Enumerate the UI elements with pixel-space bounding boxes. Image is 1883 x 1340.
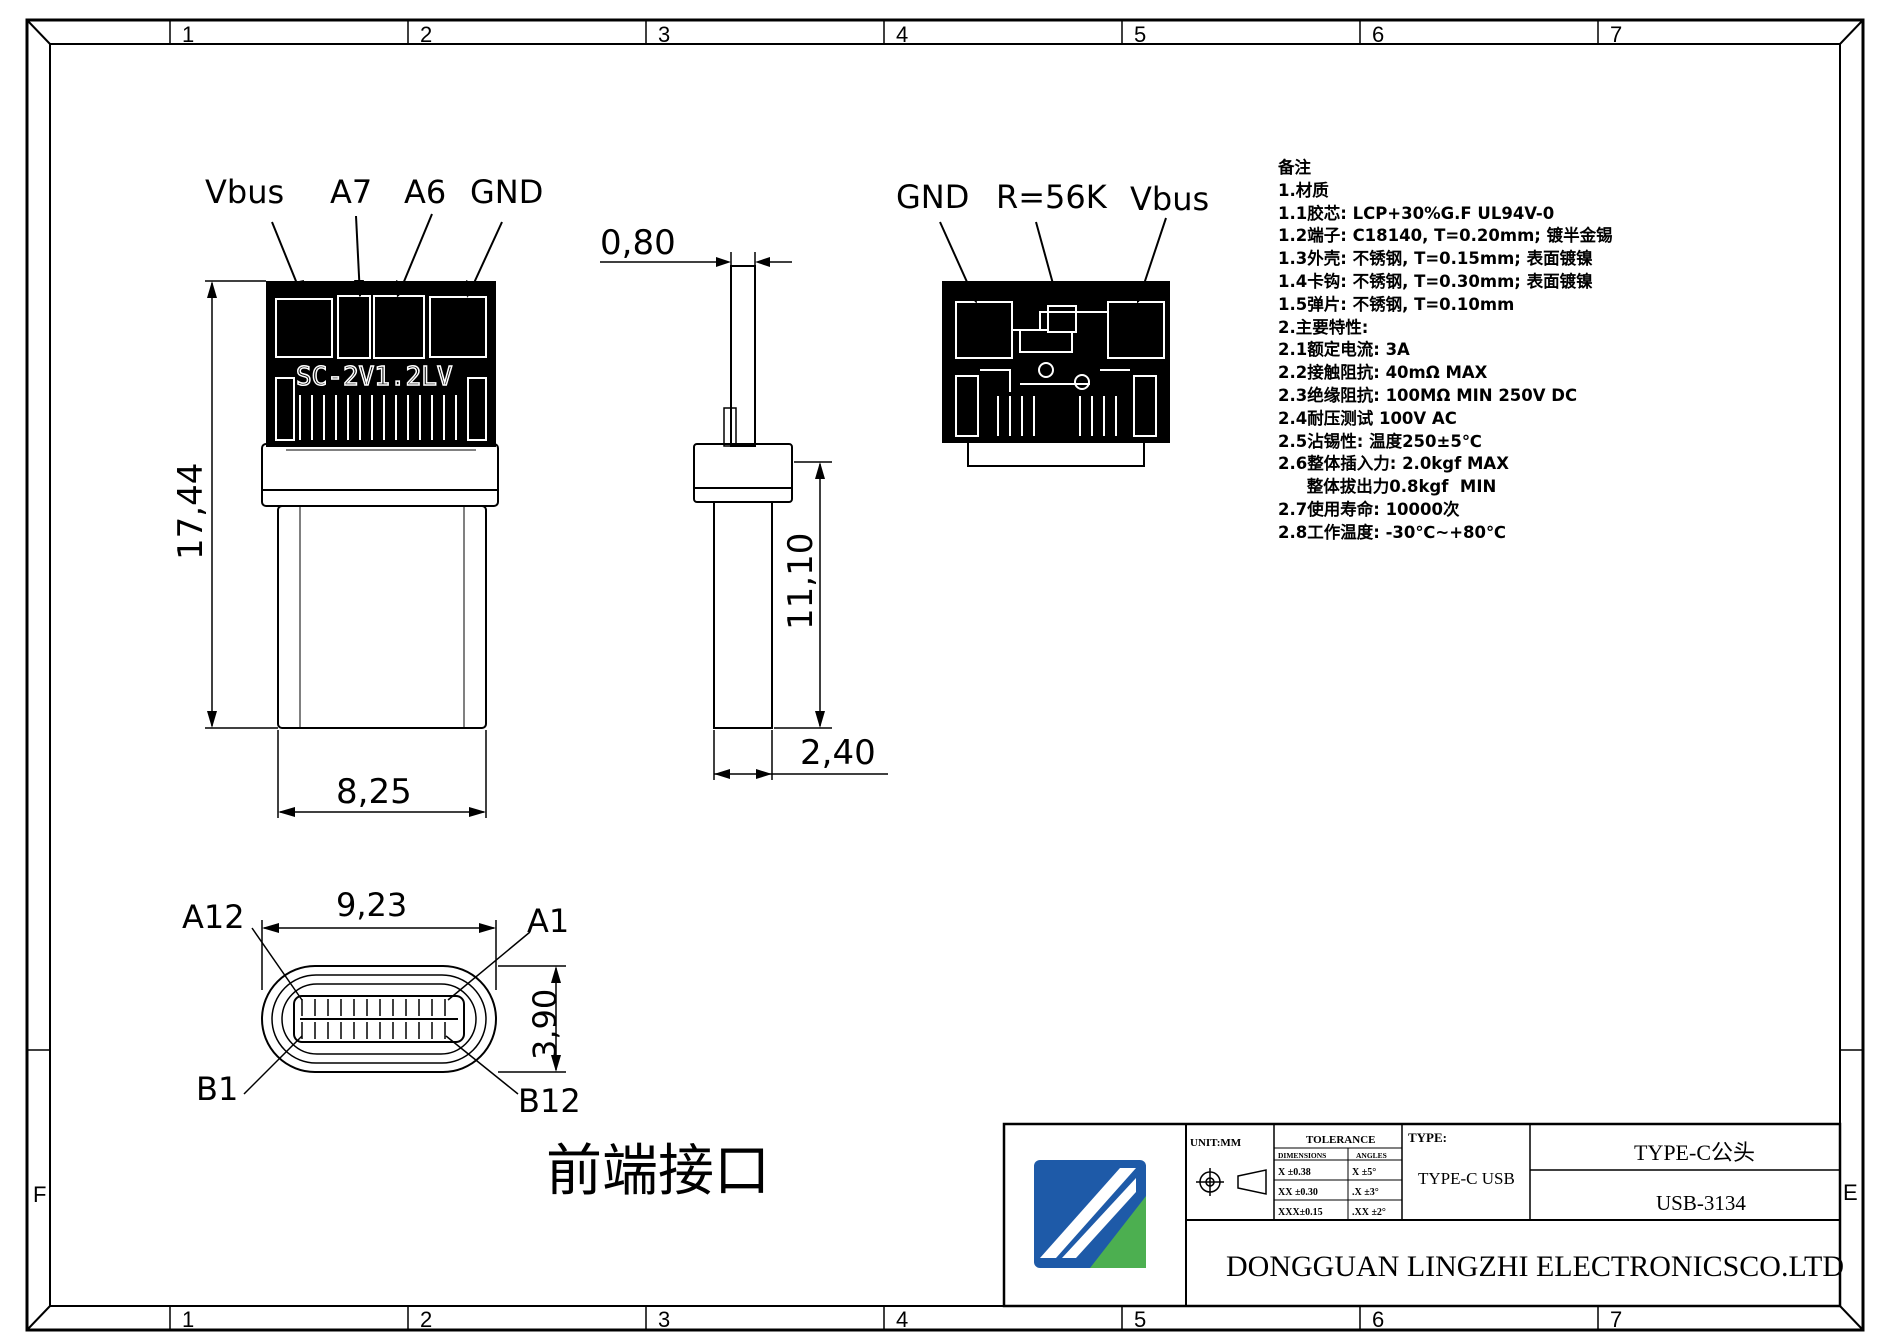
- company-name: DONGGUAN LINGZHI ELECTRONICSCO.LTD: [1226, 1250, 1844, 1283]
- tolerance-header: TOLERANCE: [1306, 1134, 1375, 1146]
- zone-bottom-7: 7: [1610, 1307, 1622, 1332]
- dimensions-header: DIMENSIONS: [1278, 1151, 1326, 1160]
- projection-symbol-icon: [1196, 1168, 1267, 1196]
- front-label-a12: A12: [182, 898, 245, 936]
- type-value: TYPE-C USB: [1418, 1169, 1515, 1188]
- dim-front-width: 9,23: [336, 886, 407, 924]
- note-line: 1.材质: [1278, 180, 1329, 200]
- note-line: 1.5弹片: 不锈钢, T=0.10mm: [1278, 294, 1515, 314]
- front-view-caption: 前端接口: [546, 1139, 770, 1204]
- note-line: 1.2端子: C18140, T=0.20mm; 镀半金锡: [1278, 226, 1613, 246]
- logo-stripe: [1040, 1168, 1136, 1258]
- dim-front-height: 3,90: [526, 989, 564, 1060]
- tol-dim-3: XXX±0.15: [1278, 1207, 1323, 1218]
- pin-label-a7: A7: [330, 173, 372, 211]
- zone-top-3: 3: [658, 22, 670, 47]
- note-line: 2.7使用寿命: 10000次: [1278, 499, 1460, 519]
- dim-plug: 2,40: [800, 733, 876, 773]
- front-label-a1: A1: [527, 902, 569, 940]
- zone-bottom-3: 3: [658, 1307, 670, 1332]
- notes-panel: 备注 1.材质 1.1胶芯: LCP+30%G.F UL94V-0 1.2端子:…: [1278, 157, 1613, 545]
- angles-header: ANGLES: [1356, 1151, 1387, 1160]
- zone-top-6: 6: [1372, 22, 1384, 47]
- note-line: 2.3绝缘阻抗: 100MΩ MIN 250V DC: [1278, 385, 1578, 405]
- dim-length: 17,44: [171, 463, 211, 560]
- note-line: 1.1胶芯: LCP+30%G.F UL94V-0: [1278, 203, 1555, 223]
- top-view: SC-2V1.2LV: [171, 173, 543, 818]
- pin-label-vbus: Vbus: [205, 173, 284, 211]
- logo-stripe-2: [1062, 1178, 1136, 1258]
- company-logo: [1034, 1160, 1146, 1268]
- back-view: GND R=56K Vbus: [896, 178, 1209, 467]
- pcb-marking: SC-2V1.2LV: [296, 362, 453, 392]
- note-line: 2.5沾锡性: 温度250±5℃: [1278, 431, 1482, 451]
- note-line: 2.2接触阻抗: 40mΩ MAX: [1278, 363, 1488, 383]
- dim-thickness: 0,80: [600, 223, 676, 263]
- zone-left-row: F: [33, 1182, 46, 1207]
- zone-right-row: E: [1843, 1180, 1858, 1205]
- tol-ang-1: X ±5°: [1352, 1167, 1376, 1178]
- front-label-b12: B12: [518, 1082, 581, 1120]
- zone-bottom-6: 6: [1372, 1307, 1384, 1332]
- note-line: 1.4卡钩: 不锈钢, T=0.30mm; 表面镀镍: [1278, 271, 1593, 291]
- zone-top-2: 2: [420, 22, 432, 47]
- note-line: 2.4耐压测试 100V AC: [1278, 408, 1457, 428]
- pin-label-gnd: GND: [470, 173, 543, 211]
- zone-bottom-1: 1: [182, 1307, 194, 1332]
- drawing-frame: [25, 18, 1865, 1332]
- tol-ang-2: .X ±3°: [1352, 1187, 1379, 1198]
- pin-label-a6: A6: [404, 173, 446, 211]
- dim-body: 11,10: [781, 533, 821, 630]
- tol-dim-1: X ±0.38: [1278, 1167, 1311, 1178]
- logo-green: [1090, 1196, 1146, 1268]
- note-line: 2.6整体插入力: 2.0kgf MAX: [1278, 454, 1509, 474]
- note-line: 2.主要特性:: [1278, 317, 1369, 337]
- title-block: [1002, 1122, 1842, 1308]
- zone-top-7: 7: [1610, 22, 1622, 47]
- type-label: TYPE:: [1408, 1130, 1447, 1145]
- back-label-gnd: GND: [896, 178, 969, 216]
- side-view: [600, 252, 888, 780]
- back-label-vbus: Vbus: [1130, 180, 1209, 218]
- note-line: 备注: [1278, 158, 1311, 177]
- zone-bottom-5: 5: [1134, 1307, 1146, 1332]
- front-label-b1: B1: [196, 1070, 238, 1108]
- zone-top-1: 1: [182, 22, 194, 47]
- back-label-resistor: R=56K: [996, 178, 1108, 216]
- note-line: 1.3外壳: 不锈钢, T=0.15mm; 表面镀镍: [1278, 249, 1593, 269]
- tol-ang-3: .XX ±2°: [1352, 1207, 1386, 1218]
- zone-top-5: 5: [1134, 22, 1146, 47]
- zone-bottom-4: 4: [896, 1307, 908, 1332]
- note-line: 2.1额定电流: 3A: [1278, 340, 1410, 360]
- zone-top-4: 4: [896, 22, 908, 47]
- tol-dim-2: XX ±0.30: [1278, 1187, 1318, 1198]
- part-number: USB-3134: [1656, 1191, 1746, 1215]
- dim-width: 8,25: [336, 772, 412, 812]
- zone-bottom-2: 2: [420, 1307, 432, 1332]
- front-view: [243, 920, 566, 1095]
- note-line: 2.8工作温度: -30℃~+80℃: [1278, 522, 1506, 542]
- note-line: 整体拔出力0.8kgf MIN: [1278, 477, 1497, 497]
- unit-label: UNIT:MM: [1190, 1137, 1242, 1149]
- part-name: TYPE-C公头: [1634, 1140, 1755, 1165]
